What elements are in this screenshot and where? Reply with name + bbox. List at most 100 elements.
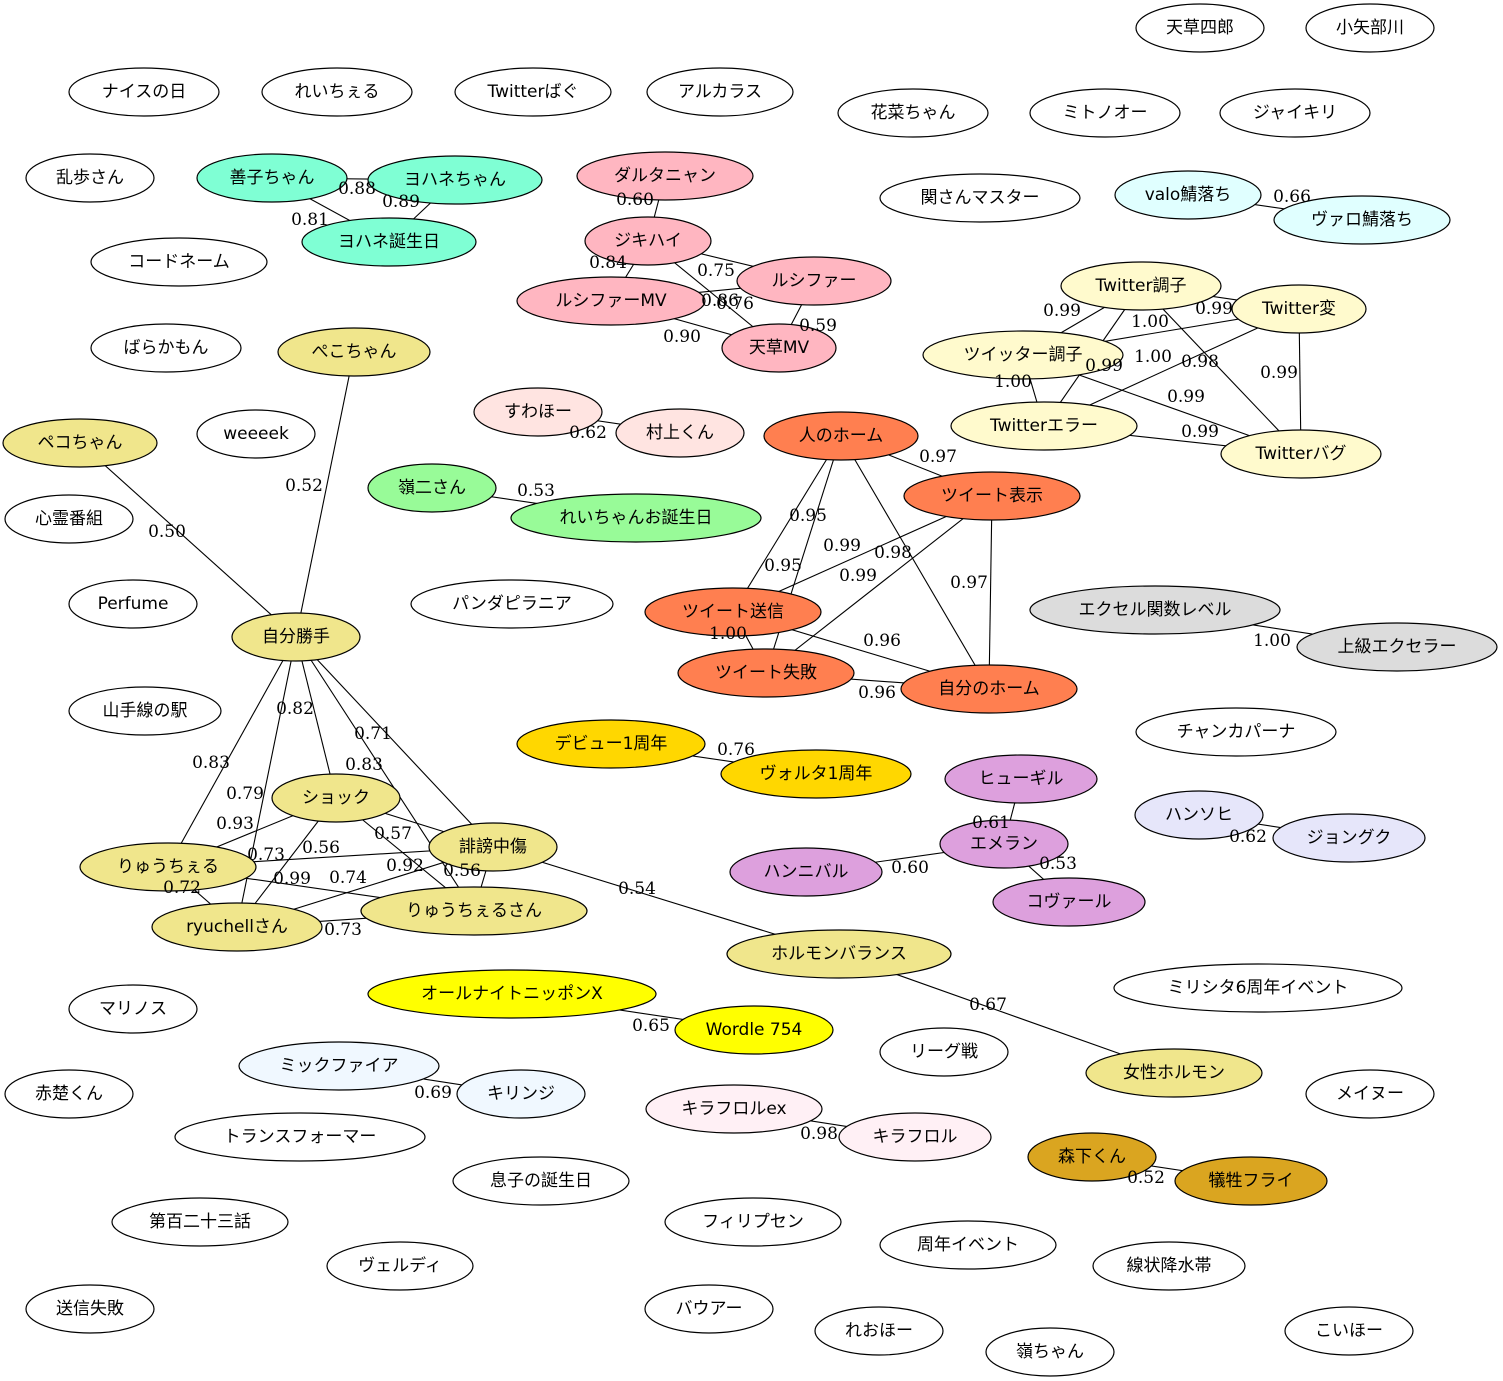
- node-jaikiri[interactable]: ジャイキリ: [1219, 88, 1371, 138]
- edge-weight-label: 0.69: [414, 1083, 452, 1103]
- node-lucifer_mv[interactable]: ルシファーMV: [516, 276, 706, 326]
- node-ellipse: [644, 587, 822, 637]
- node-milishita6[interactable]: ミリシタ6周年イベント: [1113, 963, 1403, 1013]
- node-jibun_no_home[interactable]: 自分のホーム: [900, 664, 1078, 714]
- node-verdy[interactable]: ヴェルディ: [326, 1241, 474, 1291]
- node-chanka[interactable]: チャンカパーナ: [1135, 707, 1337, 757]
- node-sekiso[interactable]: 赤楚くん: [4, 1069, 134, 1119]
- node-koyabegawa[interactable]: 小矢部川: [1305, 3, 1435, 53]
- node-barakamon[interactable]: ばらかもん: [90, 323, 242, 373]
- node-lucifer[interactable]: ルシファー: [736, 256, 892, 306]
- node-reohoo[interactable]: れおほー: [814, 1306, 944, 1356]
- node-yohane_bd[interactable]: ヨハネ誕生日: [301, 217, 477, 267]
- node-josei_horumon[interactable]: 女性ホルモン: [1085, 1048, 1263, 1098]
- node-perfume[interactable]: Perfume: [68, 579, 198, 629]
- node-seki_master[interactable]: 関さんマスター: [879, 173, 1081, 223]
- node-ranpo[interactable]: 乱歩さん: [25, 153, 155, 203]
- node-soushin_shippai[interactable]: 送信失敗: [25, 1284, 155, 1334]
- node-codename[interactable]: コードネーム: [90, 237, 268, 287]
- node-hyugiru[interactable]: ヒューギル: [944, 754, 1098, 804]
- node-shunen_event[interactable]: 周年イベント: [879, 1220, 1057, 1270]
- edge-weight-label: 0.81: [291, 210, 329, 230]
- node-amakusa_mv[interactable]: 天草MV: [721, 323, 837, 373]
- node-league[interactable]: リーグ戦: [879, 1027, 1009, 1077]
- node-panda[interactable]: パンダピラニア: [410, 579, 614, 629]
- node-label: 天草四郎: [1166, 18, 1234, 38]
- node-marinos[interactable]: マリノス: [68, 984, 198, 1034]
- node-emeran[interactable]: エメラン: [939, 819, 1069, 869]
- node-ellipse: [837, 88, 989, 138]
- node-ellipse: [1220, 429, 1382, 479]
- node-dartagnan[interactable]: ダルタニャン: [576, 151, 754, 201]
- node-hibou[interactable]: 誹謗中傷: [428, 822, 558, 872]
- node-twitter_choshi[interactable]: Twitter調子: [1060, 261, 1222, 311]
- node-suwahoo[interactable]: すわほー: [473, 387, 603, 437]
- node-murakami[interactable]: 村上くん: [615, 408, 745, 458]
- node-shock[interactable]: ショック: [271, 773, 401, 823]
- node-jikihai[interactable]: ジキハイ: [584, 216, 712, 266]
- node-gisei_fly[interactable]: 犠牲フライ: [1174, 1156, 1328, 1206]
- node-twitter_bagu_kana[interactable]: Twitterばぐ: [454, 67, 612, 117]
- node-kovaal[interactable]: コヴァール: [992, 877, 1146, 927]
- node-hansohi[interactable]: ハンソヒ: [1134, 790, 1264, 840]
- node-twitter_bug[interactable]: Twitterバグ: [1220, 429, 1382, 479]
- node-twitter_choshi_kana[interactable]: ツイッター調子: [922, 330, 1124, 380]
- node-pekochan_kata[interactable]: ペコちゃん: [2, 418, 158, 468]
- node-hannibal[interactable]: ハンニバル: [729, 847, 883, 897]
- node-ellipse: [90, 237, 268, 287]
- node-rei_chan[interactable]: 嶺ちゃん: [985, 1327, 1115, 1377]
- node-koihoo[interactable]: こいほー: [1284, 1306, 1414, 1356]
- node-varo_saba[interactable]: ヴァロ鯖落ち: [1273, 195, 1451, 245]
- node-nice_no_hi[interactable]: ナイスの日: [68, 67, 220, 117]
- node-mitonoo[interactable]: ミトノオー: [1029, 88, 1181, 138]
- node-horumon_balance[interactable]: ホルモンバランス: [726, 929, 952, 979]
- node-senjo[interactable]: 線状降水帯: [1092, 1241, 1246, 1291]
- node-shinrei[interactable]: 心霊番組: [4, 494, 134, 544]
- node-weeeek[interactable]: weeeek: [196, 409, 316, 459]
- node-label: 自分勝手: [262, 627, 330, 647]
- node-alcaraz[interactable]: アルカラス: [646, 67, 794, 117]
- node-amakusa_shiro[interactable]: 天草四郎: [1135, 3, 1265, 53]
- node-philipsen[interactable]: フィリプセン: [664, 1197, 842, 1247]
- node-label: 送信失敗: [56, 1299, 124, 1319]
- node-tweet_hyoji[interactable]: ツイート表示: [903, 471, 1081, 521]
- node-jibunkatte[interactable]: 自分勝手: [231, 612, 361, 662]
- node-ellipse: [922, 330, 1124, 380]
- node-reichan_bd[interactable]: れいちゃんお誕生日: [510, 493, 762, 543]
- node-joukyu_excel[interactable]: 上級エクセラー: [1296, 622, 1498, 672]
- node-bauer[interactable]: バウアー: [644, 1284, 774, 1334]
- node-kiraflor_ex[interactable]: キラフロルex: [645, 1084, 823, 1134]
- node-meinu[interactable]: メイヌー: [1305, 1069, 1435, 1119]
- node-pekochan_hira[interactable]: ぺこちゃん: [277, 327, 431, 377]
- node-ryuchieru_san[interactable]: りゅうちぇるさん: [360, 886, 588, 936]
- node-ryuchell_san[interactable]: ryuchellさん: [151, 902, 323, 952]
- node-kana_chan[interactable]: 花菜ちゃん: [837, 88, 989, 138]
- node-ann_x[interactable]: オールナイトニッポンX: [367, 969, 657, 1019]
- node-musuko_bd[interactable]: 息子の誕生日: [452, 1156, 630, 1206]
- node-excel_level[interactable]: エクセル関数レベル: [1029, 585, 1281, 635]
- node-voruta1[interactable]: ヴォルタ1周年: [720, 749, 912, 799]
- node-wordle[interactable]: Wordle 754: [674, 1005, 834, 1055]
- node-dai123[interactable]: 第百二十三話: [111, 1197, 289, 1247]
- node-yamanote[interactable]: 山手線の駅: [68, 686, 222, 736]
- node-twitter_error[interactable]: Twitterエラー: [950, 401, 1138, 451]
- node-hito_no_home[interactable]: 人のホーム: [763, 411, 919, 461]
- node-jungkook[interactable]: ジョングク: [1272, 813, 1426, 863]
- node-ryuchieru[interactable]: りゅうちぇる: [79, 842, 257, 892]
- node-yohane[interactable]: ヨハネちゃん: [367, 155, 543, 205]
- node-yoshiko[interactable]: 善子ちゃん: [196, 153, 348, 203]
- node-morishita[interactable]: 森下くん: [1027, 1132, 1157, 1182]
- node-valo_saba[interactable]: valo鯖落ち: [1114, 170, 1262, 220]
- node-debut1[interactable]: デビュー1周年: [516, 719, 706, 769]
- node-tweet_soushin[interactable]: ツイート送信: [644, 587, 822, 637]
- node-transformer[interactable]: トランスフォーマー: [174, 1112, 426, 1162]
- node-reiji[interactable]: 嶺二さん: [367, 463, 497, 513]
- node-twitter_hen[interactable]: Twitter変: [1231, 284, 1367, 334]
- node-label: 関さんマスター: [921, 188, 1040, 208]
- node-kirinji[interactable]: キリンジ: [456, 1069, 586, 1119]
- node-tweet_shippai[interactable]: ツイート失敗: [677, 648, 855, 698]
- node-kiraflor[interactable]: キラフロル: [838, 1112, 992, 1162]
- node-reichieru[interactable]: れいちぇる: [261, 67, 413, 117]
- node-label: 森下くん: [1058, 1147, 1126, 1167]
- node-mickfire[interactable]: ミックファイア: [238, 1041, 440, 1091]
